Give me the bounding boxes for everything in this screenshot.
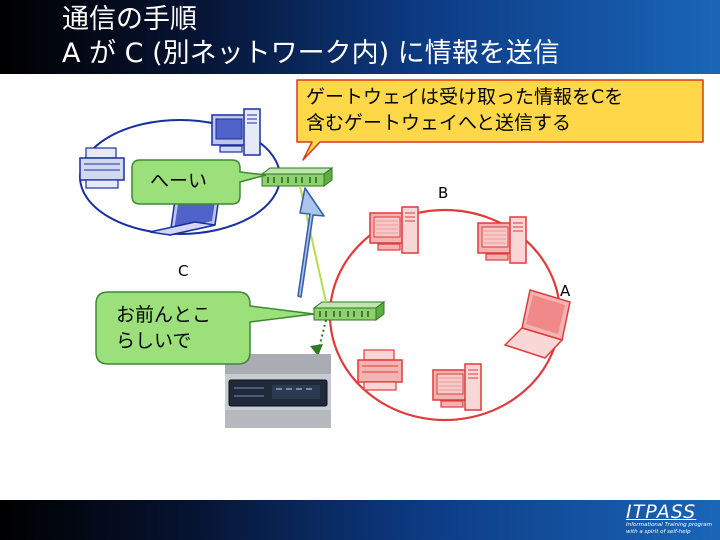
gateway-note-text: ゲートウェイは受け取った情報をCを 含むゲートウェイへと送信する	[306, 84, 623, 136]
slide-title-line1: 通信の手順	[62, 4, 197, 35]
brand-name: ITPASS	[625, 501, 697, 523]
brand-tagline1: Informational Training program	[625, 522, 712, 528]
computer-icon	[432, 363, 482, 411]
printer-icon	[357, 349, 403, 391]
gateway-note-line2: 含むゲートウェイへと送信する	[306, 112, 572, 134]
gateway-switch-a	[313, 301, 385, 321]
printer-icon	[79, 147, 125, 189]
computer-b-icon	[369, 206, 419, 254]
node-b-label: B	[438, 184, 449, 202]
forward-arrow	[297, 187, 325, 298]
itpass-logo: ITPASS Informational Training program wi…	[626, 502, 712, 536]
hey-text: へーい	[150, 170, 208, 192]
gateway-note-line1: ゲートウェイは受け取った情報をCを	[306, 86, 624, 108]
you-line2: らしいで	[116, 330, 192, 352]
you-callout	[95, 291, 315, 365]
hey-callout	[131, 159, 267, 205]
laptop-a-icon	[503, 289, 571, 359]
title-bar	[0, 0, 720, 74]
you-text: お前んとこ らしいで	[116, 302, 211, 354]
computer-icon	[477, 216, 527, 264]
node-c-label: C	[178, 262, 189, 280]
brand-tagline2: with a spirit of self-help	[625, 529, 691, 535]
gateway-switch-c	[261, 167, 333, 187]
slide-title-line2: A が C (別ネットワーク内) に情報を送信	[62, 38, 560, 69]
gateway-note-callout	[296, 79, 704, 161]
node-a-label: A	[560, 282, 571, 300]
dotted-link	[317, 319, 327, 353]
computer-icon	[211, 108, 261, 156]
you-line1: お前んとこ	[116, 304, 212, 326]
footer-bar	[0, 500, 720, 540]
router-photo	[225, 354, 331, 428]
dotted-arrow-head	[310, 344, 323, 356]
